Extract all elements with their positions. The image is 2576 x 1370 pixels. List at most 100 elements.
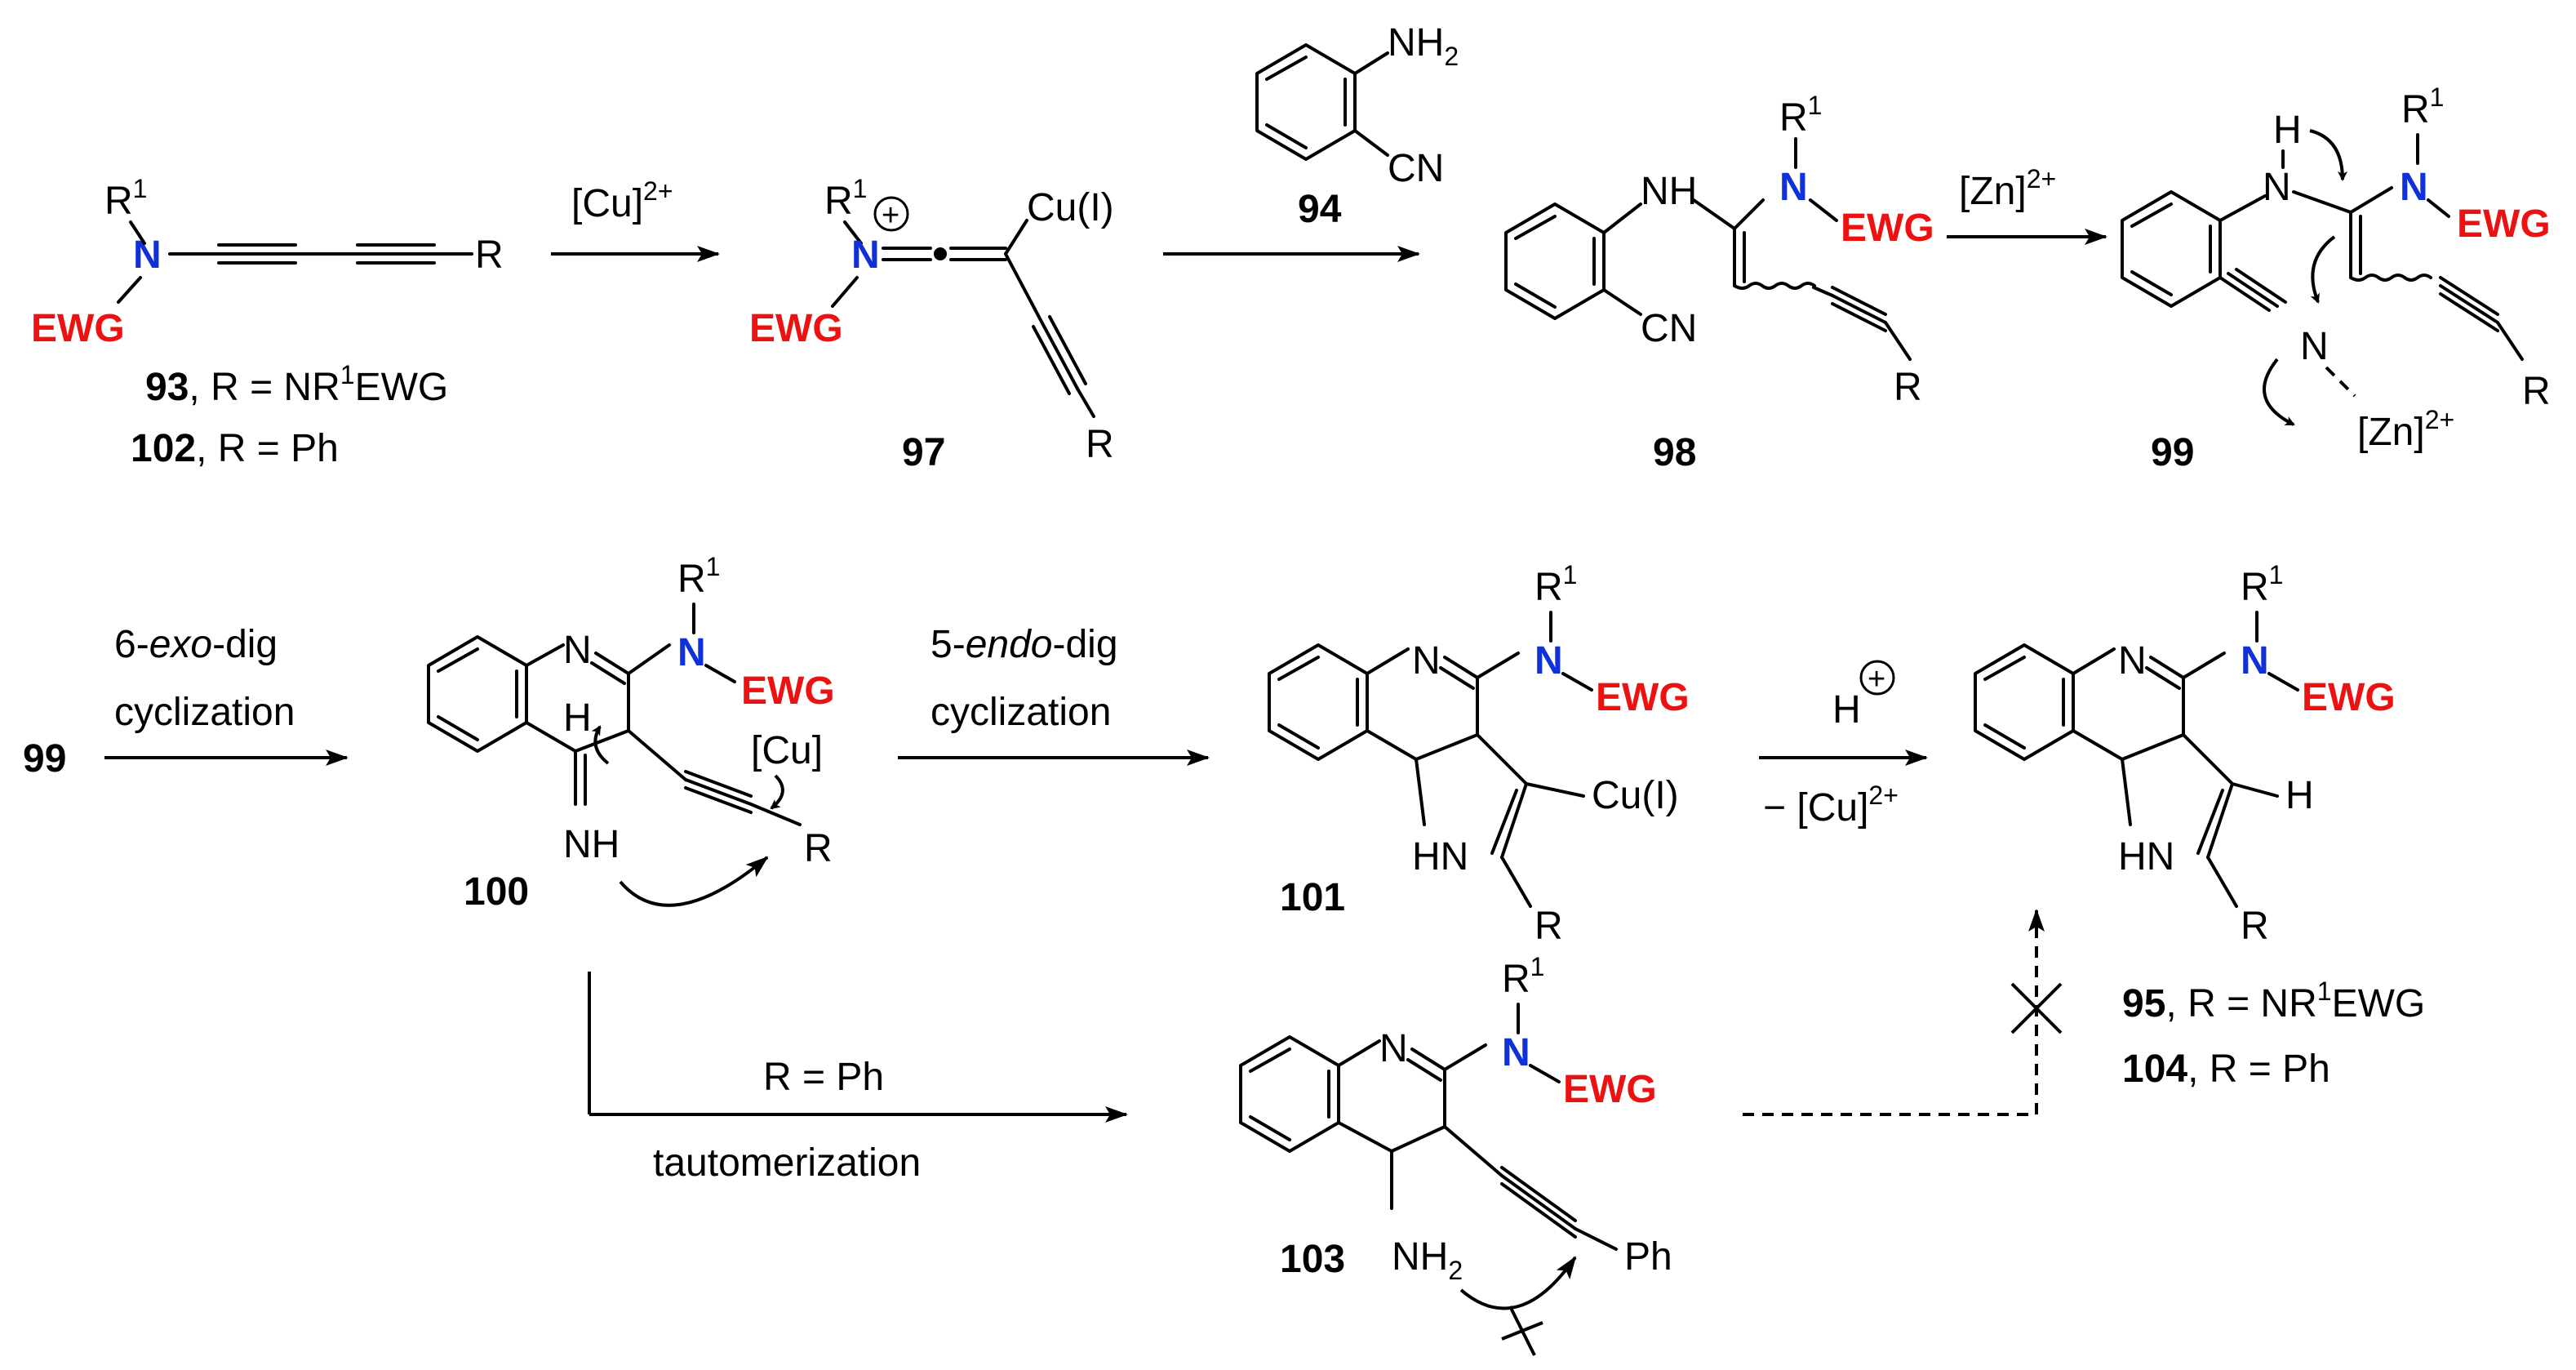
- curved-arrow: [591, 725, 610, 765]
- svg-text:N: N: [1502, 1031, 1530, 1074]
- compound-number: 103: [1280, 1238, 1345, 1281]
- svg-text:HN: HN: [2118, 835, 2174, 878]
- nitrogen-label: N: [133, 234, 162, 277]
- svg-text:NH2: NH2: [1392, 1235, 1463, 1285]
- svg-text:N: N: [1379, 1027, 1408, 1070]
- reaction-arrow-protonation: H + − [Cu]2+: [1759, 660, 1928, 830]
- svg-text:EWG: EWG: [1563, 1068, 1657, 1111]
- compound-number: 98: [1653, 431, 1696, 474]
- svg-text:+: +: [1868, 662, 1885, 696]
- compound-103: N NH2 Ph R1 N EWG 103: [1239, 952, 1672, 1356]
- svg-text:N: N: [1779, 166, 1808, 209]
- svg-text:N: N: [2400, 166, 2428, 209]
- svg-text:N: N: [2241, 639, 2269, 683]
- svg-text:[Cu]: [Cu]: [751, 729, 823, 772]
- svg-text:R1: R1: [824, 174, 867, 223]
- svg-text:− [Cu]2+: − [Cu]2+: [1763, 781, 1899, 830]
- svg-text:R: R: [1894, 366, 1922, 409]
- svg-text:tautomerization: tautomerization: [653, 1141, 921, 1185]
- reagent-label: [Cu]2+: [571, 176, 673, 225]
- compound-100: N NH H R1 N EWG [Cu] R 100: [427, 552, 835, 914]
- svg-text:R1: R1: [1502, 952, 1544, 1001]
- plus-charge-icon: [1859, 660, 1895, 696]
- reaction-arrow-cu: [Cu]2+: [551, 176, 720, 262]
- svg-text:CN: CN: [1388, 147, 1444, 190]
- reaction-arrow-6-exo: 6-exo-dig cyclization: [104, 623, 349, 766]
- bond: [129, 220, 146, 245]
- reaction-arrow-94: NH2 CN 94: [1163, 21, 1459, 262]
- blocked-mark: [2010, 982, 2063, 1034]
- svg-text:Cu(I): Cu(I): [1592, 774, 1679, 817]
- svg-text:104, R = Ph: 104, R = Ph: [2122, 1048, 2330, 1091]
- svg-text:95, R = NR1EWG: 95, R = NR1EWG: [2122, 976, 2425, 1025]
- svg-text:6-exo-dig: 6-exo-dig: [114, 623, 278, 666]
- svg-text:Cu(I): Cu(I): [1027, 186, 1114, 229]
- svg-text:H: H: [2285, 774, 2314, 817]
- compound-99-ref: 99: [23, 737, 66, 781]
- svg-text:cyclization: cyclization: [114, 691, 295, 734]
- svg-text:NH: NH: [563, 823, 620, 866]
- svg-text:N: N: [2300, 325, 2329, 368]
- plus-charge-icon: [873, 196, 909, 232]
- compound-93: R1 N EWG R 93, R = NR1EWG 102, R = Ph: [31, 174, 504, 470]
- svg-text:H: H: [1832, 688, 1861, 732]
- svg-text:EWG: EWG: [2457, 202, 2551, 246]
- compound-98: NH CN R1 N EWG R 98: [1504, 91, 1934, 474]
- svg-text:N: N: [677, 631, 706, 674]
- svg-text:R: R: [1086, 423, 1114, 466]
- ewg-label: EWG: [31, 307, 125, 350]
- reaction-arrow-zn: [Zn]2+: [1947, 164, 2107, 245]
- svg-text:93, R = NR1EWG: 93, R = NR1EWG: [145, 360, 448, 409]
- svg-text:R1: R1: [2241, 560, 2283, 609]
- svg-text:[Zn]2+: [Zn]2+: [1959, 164, 2056, 213]
- bond: [117, 276, 142, 304]
- wavy-bond: [2349, 274, 2432, 282]
- r-label: R: [475, 234, 504, 277]
- svg-text:cyclization: cyclization: [930, 691, 1111, 734]
- svg-text:R1: R1: [2401, 82, 2444, 131]
- compound-number: 97: [902, 431, 945, 474]
- svg-text:EWG: EWG: [749, 307, 843, 350]
- reaction-arrow-tautomerization: R = Ph tautomerization: [588, 972, 1128, 1185]
- svg-text:+: +: [882, 198, 899, 233]
- svg-text:Ph: Ph: [1624, 1235, 1672, 1279]
- svg-text:R: R: [2522, 370, 2551, 413]
- carbon-dot-icon: [934, 247, 947, 260]
- svg-text:102, R = Ph: 102, R = Ph: [131, 427, 339, 470]
- svg-text:N: N: [1534, 639, 1563, 683]
- compound-number: 104: [2122, 1048, 2187, 1091]
- svg-text:NH: NH: [1641, 170, 1697, 213]
- blocked-mark: [1508, 1306, 1536, 1356]
- svg-text:EWG: EWG: [741, 669, 835, 713]
- svg-text:R1: R1: [677, 552, 720, 601]
- svg-text:R1: R1: [1534, 560, 1577, 609]
- svg-text:HN: HN: [1412, 835, 1468, 878]
- curved-arrow: [770, 774, 784, 810]
- curved-arrow: [619, 856, 769, 907]
- r1-label: R1: [104, 174, 147, 223]
- compound-number: 101: [1280, 876, 1345, 919]
- compound-number: 100: [464, 870, 529, 914]
- compound-99: N H R1 N EWG R N [Zn]2+ 99: [2121, 82, 2551, 474]
- svg-text:5-endo-dig: 5-endo-dig: [930, 623, 1118, 666]
- svg-text:EWG: EWG: [2302, 676, 2396, 719]
- svg-text:H: H: [563, 696, 592, 740]
- compound-97: R1 + N EWG Cu(I) R 97: [749, 174, 1114, 474]
- curved-arrow: [2310, 235, 2336, 304]
- curved-arrow: [1459, 1256, 1577, 1310]
- svg-text:NH2: NH2: [1388, 21, 1459, 71]
- svg-text:N: N: [2118, 639, 2147, 683]
- svg-text:R = Ph: R = Ph: [763, 1056, 884, 1099]
- svg-text:EWG: EWG: [1596, 676, 1690, 719]
- svg-text:EWG: EWG: [1841, 207, 1934, 250]
- curved-arrow: [2309, 129, 2347, 181]
- svg-text:R: R: [2241, 905, 2269, 948]
- svg-text:N: N: [1412, 639, 1441, 683]
- compound-95: N HN H R R1 N EWG 95, R = NR1EWG 104, R …: [1974, 560, 2425, 1091]
- compound-number: 99: [2151, 431, 2194, 474]
- compound-number: 95: [2122, 982, 2165, 1025]
- compound-number: 94: [1298, 188, 1342, 231]
- compound-94: NH2 CN 94: [1255, 21, 1459, 231]
- svg-text:[Zn]2+: [Zn]2+: [2357, 405, 2454, 454]
